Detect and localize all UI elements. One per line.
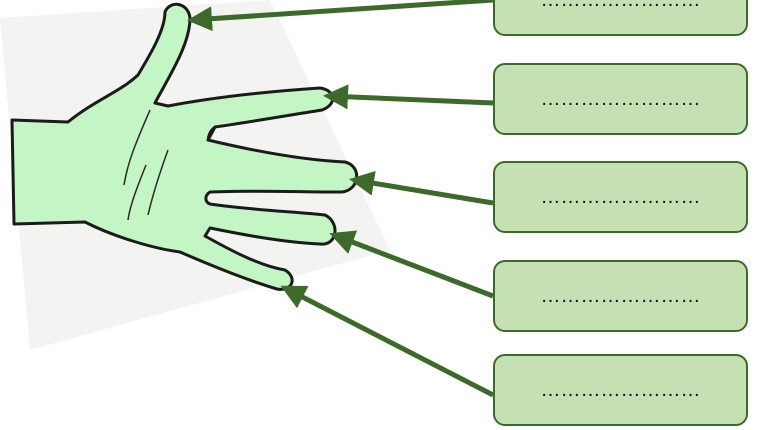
label-text: …………………… xyxy=(540,378,701,401)
hand-outline-icon xyxy=(10,2,359,291)
palm-crease-2 xyxy=(127,164,147,221)
label-box-thumb[interactable]: …………………… xyxy=(493,0,748,36)
label-box-middle[interactable]: …………………… xyxy=(493,161,748,233)
label-text: …………………… xyxy=(540,185,701,208)
palm-crease-1 xyxy=(123,109,151,186)
arrow-index xyxy=(323,84,494,110)
label-text: …………………… xyxy=(540,87,701,110)
finger-gap-1 xyxy=(206,125,216,141)
label-box-little[interactable]: …………………… xyxy=(493,354,748,426)
label-box-ring[interactable]: …………………… xyxy=(493,260,748,332)
palm-crease-3 xyxy=(147,149,169,216)
arrow-middle xyxy=(349,170,494,206)
arrow-thumb xyxy=(187,0,494,32)
arrow-ring xyxy=(329,230,494,299)
arrows xyxy=(187,0,495,398)
label-text: …………………… xyxy=(541,0,701,12)
label-box-index[interactable]: …………………… xyxy=(493,63,748,135)
arrow-little xyxy=(280,285,495,398)
hand-shape xyxy=(10,2,359,291)
label-text: …………………… xyxy=(540,284,701,307)
